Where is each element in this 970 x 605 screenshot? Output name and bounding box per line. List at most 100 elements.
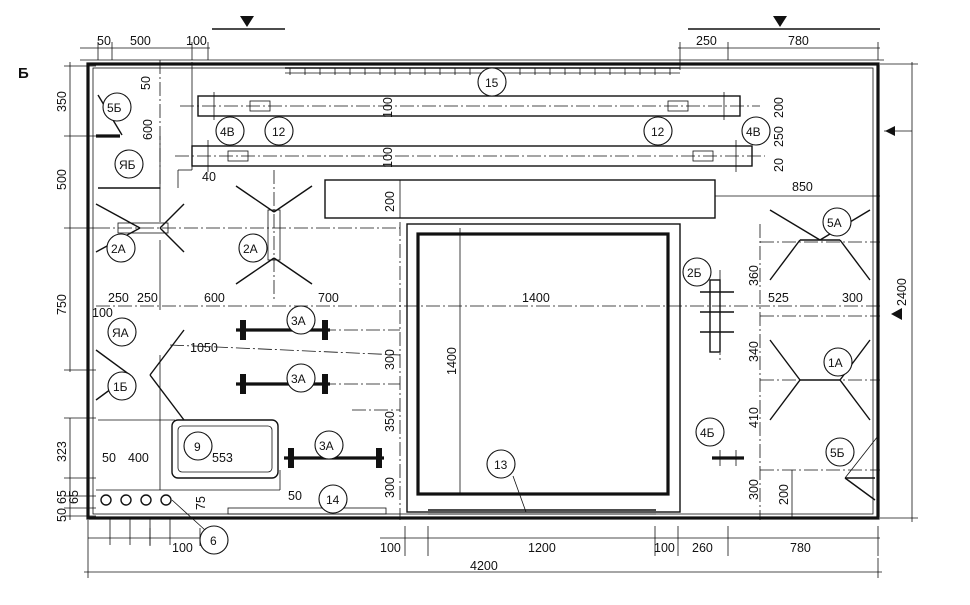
outer-dimensions: 50 500 100 250 780 350 500 600 750 323 6… [55,34,909,573]
dim-top-100: 100 [186,34,207,48]
dim-bottom-780: 780 [790,541,811,555]
section-marker-top-left [212,16,285,30]
dim-left-600: 600 [141,119,155,140]
dim-20: 20 [772,158,786,172]
parallel-bar-2 [236,374,330,394]
dim-50-a: 50 [139,76,153,90]
label-1b: 1Б [113,380,128,394]
dim-bottom-100-b: 100 [654,541,675,555]
dim-1050: 1050 [190,341,218,355]
label-4v-left: 4В [220,125,235,139]
dim-bottom-4200: 4200 [470,559,498,573]
label-2a-left: 2А [111,242,126,256]
callouts: 15 4В 12 12 4В 5Б ЯБ 2А 2А 5А 2Б ЯА 3А 1… [102,67,855,555]
dim-1400-h: 1400 [522,291,550,305]
dim-left-350: 350 [55,91,69,112]
label-12-right: 12 [651,125,665,139]
rope-station-5a [769,209,871,281]
dim-600: 600 [204,291,225,305]
floor-sockets [100,494,206,545]
label-5a: 5А [827,216,842,230]
dim-left-500: 500 [55,169,69,190]
dim-40: 40 [202,170,216,184]
dim-100-b: 100 [381,147,395,168]
dim-bottom-260: 260 [692,541,713,555]
dim-left-323: 323 [55,441,69,462]
wall-bar-lower [175,140,765,172]
corner-5b-bottom [844,435,879,501]
dim-top-500: 500 [130,34,151,48]
dim-553: 553 [212,451,233,465]
label-yaa: ЯА [112,326,129,340]
label-12-left: 12 [272,125,286,139]
dim-400: 400 [128,451,149,465]
trampoline [171,419,279,479]
label-5b-bottom: 5Б [830,446,845,460]
parallel-bar-1 [236,320,330,340]
wall-ladder-2b [700,279,734,353]
dim-1400-v: 1400 [445,347,459,375]
dim-250-a: 250 [772,126,786,147]
dim-250-b: 250 [108,291,129,305]
dim-top-250: 250 [696,34,717,48]
balance-beam [324,179,716,219]
dim-left-65-a: 65 [55,490,69,504]
dim-left-50: 50 [55,508,69,522]
dim-50-c: 50 [288,489,302,503]
rope-station-1b [95,329,185,421]
dim-250-c: 250 [137,291,158,305]
label-yab: ЯБ [119,158,136,172]
dim-700: 700 [318,291,339,305]
dimension-lines [64,42,918,578]
label-9: 9 [194,440,201,454]
label-3a-middle: 3А [291,372,306,386]
label-14: 14 [326,493,340,507]
label-4b: 4Б [700,426,715,440]
section-marker-top-right [688,16,880,30]
label-13: 13 [494,458,508,472]
dim-300-b: 300 [383,349,397,370]
label-5b-top: 5Б [107,101,122,115]
room-outer-wall [86,62,880,520]
label-2b: 2Б [687,266,702,280]
section-marker-right-upper [884,126,912,136]
dim-200-c: 200 [777,484,791,505]
label-6: 6 [210,534,217,548]
dim-right-2400: 2400 [895,278,909,306]
dim-bottom-100-c: 100 [172,541,193,555]
dim-340: 340 [747,341,761,362]
bar-4b [712,450,744,466]
section-marker-right-lower [891,308,902,320]
label-2a-center: 2А [243,242,258,256]
dim-300-c: 300 [383,477,397,498]
dim-bottom-100-a: 100 [380,541,401,555]
dim-100-a: 100 [381,97,395,118]
label-1a: 1А [828,356,843,370]
dim-75: 75 [194,496,208,510]
label-3a-top: 3А [291,314,306,328]
dim-350: 350 [383,411,397,432]
axis-lines [96,60,880,520]
dim-100-c: 100 [92,306,113,320]
section-letter: Б [18,65,29,82]
dim-top-780: 780 [788,34,809,48]
dim-left-65-b: 65 [67,490,81,504]
label-3a-bottom: 3А [319,439,334,453]
dim-360: 360 [747,265,761,286]
dim-850: 850 [792,180,813,194]
label-4v-right: 4В [746,125,761,139]
dim-410: 410 [747,407,761,428]
inner-dimensions: 50 100 100 40 200 250 20 850 200 360 525… [92,76,863,510]
dim-left-750: 750 [55,294,69,315]
dim-200-b: 200 [383,191,397,212]
dim-50-b: 50 [102,451,116,465]
floor-mat [406,223,681,515]
dim-525: 525 [768,291,789,305]
dim-top-50: 50 [97,34,111,48]
wall-bar-upper [180,92,760,120]
dim-bottom-1200: 1200 [528,541,556,555]
dim-300-d: 300 [747,479,761,500]
dim-200-a: 200 [772,97,786,118]
floor-strip [227,507,387,515]
